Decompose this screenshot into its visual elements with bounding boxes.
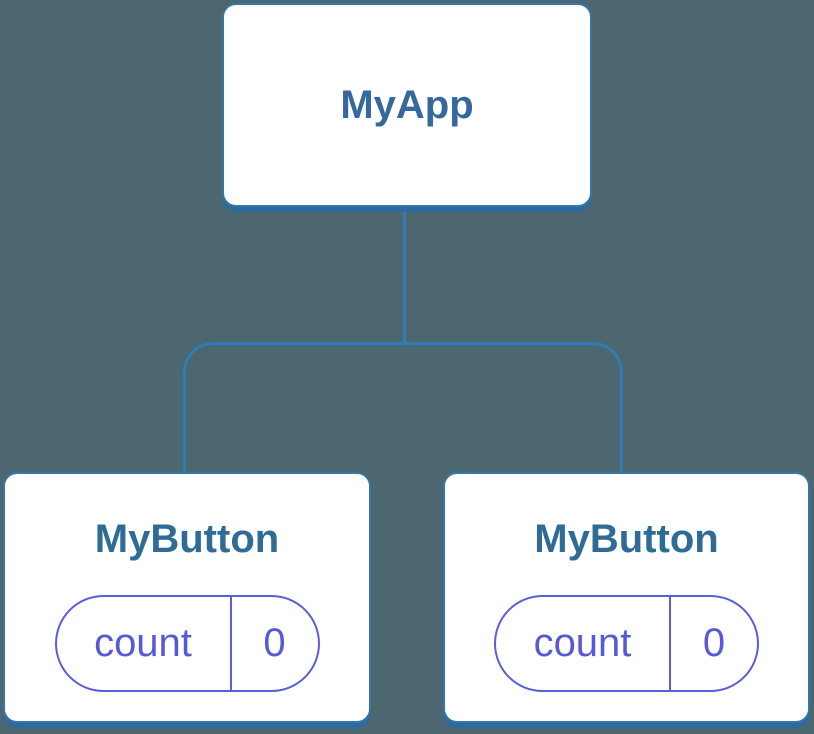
node-child-right: MyButton count 0 xyxy=(443,472,810,723)
state-pill-left-value: 0 xyxy=(263,621,286,665)
state-pill-right-name: count xyxy=(496,597,671,690)
node-root: MyApp xyxy=(222,3,592,207)
node-child-left: MyButton count 0 xyxy=(3,472,371,723)
state-pill-right-value: 0 xyxy=(702,621,726,665)
connector-root-stub xyxy=(403,210,406,344)
state-pill-left-name: count xyxy=(57,597,232,690)
state-pill-left: count 0 xyxy=(54,595,320,692)
node-root-label: MyApp xyxy=(340,82,474,127)
node-child-right-label: MyButton xyxy=(534,517,719,561)
node-child-left-label: MyButton xyxy=(94,517,280,561)
state-pill-right: count 0 xyxy=(494,595,759,692)
connector-branch-bracket xyxy=(183,342,623,473)
